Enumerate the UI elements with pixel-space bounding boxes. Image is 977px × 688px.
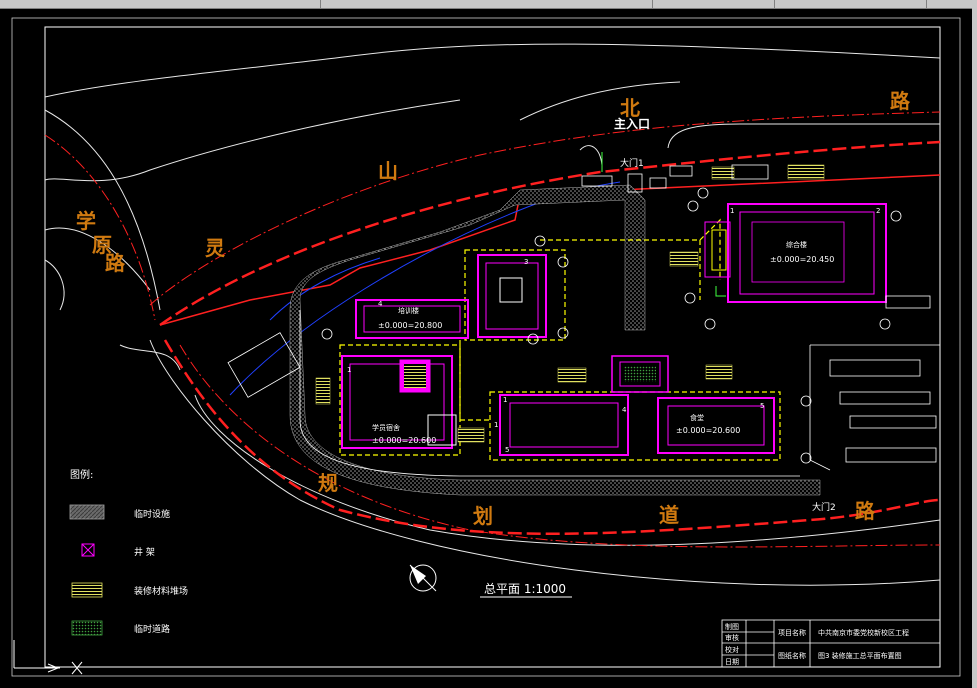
axis-numbers: 1 2 3 4 1 1 4 5 5 1	[347, 207, 880, 454]
main-entrance-label: 主入口	[614, 116, 650, 131]
plan-title: 总平面 1:1000	[484, 582, 566, 596]
building-xueyuan	[341, 355, 457, 449]
road-edges	[44, 43, 941, 586]
svg-text:±0.000=20.450: ±0.000=20.450	[770, 255, 834, 264]
svg-text:4: 4	[622, 406, 627, 414]
road-centerlines	[44, 111, 941, 548]
legend-swatch-materials	[71, 582, 103, 598]
svg-text:3: 3	[524, 258, 528, 266]
svg-text:1: 1	[503, 396, 507, 404]
north-arrow	[409, 564, 437, 592]
building-shitang	[499, 355, 775, 456]
svg-text:±0.000=20.800: ±0.000=20.800	[378, 321, 442, 330]
toolbar-segment[interactable]	[322, 0, 653, 8]
gate1-label: 大门1	[620, 157, 644, 169]
svg-text:路: 路	[105, 251, 126, 275]
svg-text:±0.000=20.600: ±0.000=20.600	[372, 436, 436, 445]
svg-text:1: 1	[347, 366, 351, 374]
material-yards	[315, 164, 825, 443]
svg-text:原: 原	[92, 233, 112, 257]
legend-title: 图例:	[70, 468, 93, 481]
svg-text:划: 划	[473, 504, 493, 528]
svg-text:项目名称: 项目名称	[778, 628, 806, 637]
svg-text:学: 学	[76, 209, 96, 233]
svg-text:道: 道	[659, 503, 679, 527]
title-block-text: 制图 审核 校对 日期 项目名称 中共南京市委党校新校区工程 图纸名称 图3 装…	[725, 622, 909, 666]
svg-text:4: 4	[378, 300, 383, 308]
svg-text:日期: 日期	[725, 658, 739, 666]
legend-swatch-facilities	[69, 504, 105, 520]
svg-text:路: 路	[855, 499, 876, 523]
svg-text:食堂: 食堂	[690, 413, 704, 422]
legend-swatch-derrick	[81, 543, 95, 557]
building-peixun	[355, 254, 547, 339]
vertical-scrollbar[interactable]	[972, 8, 977, 688]
legend-label: 装修材料堆场	[134, 585, 188, 597]
gate2-label: 大门2	[812, 501, 836, 513]
svg-text:2: 2	[876, 207, 880, 215]
svg-text:学员宿舍: 学员宿舍	[372, 423, 400, 432]
svg-text:1: 1	[494, 421, 498, 429]
svg-text:山: 山	[378, 159, 398, 183]
window-toolbar	[0, 0, 977, 9]
toolbar-segment[interactable]	[654, 0, 775, 8]
svg-text:中共南京市委党校新校区工程: 中共南京市委党校新校区工程	[818, 628, 909, 637]
temp-facilities	[227, 164, 931, 398]
legend-label: 临时道路	[134, 623, 170, 635]
outer-frame	[11, 17, 961, 677]
svg-text:5: 5	[760, 402, 764, 410]
drawing-frame	[44, 26, 941, 668]
svg-text:校对: 校对	[725, 645, 739, 654]
svg-text:图纸名称: 图纸名称	[778, 651, 806, 660]
road-labels: 北 路 山 灵 学 原 路 规 划 道 路	[76, 89, 911, 528]
svg-text:灵: 灵	[205, 236, 226, 260]
parking-area	[809, 344, 940, 471]
svg-text:审核: 审核	[725, 633, 739, 642]
legend: 图例: 临时设施 井 架 装修材料堆场 临时道路	[69, 468, 188, 636]
svg-text:1: 1	[730, 207, 734, 215]
temporary-road	[289, 184, 821, 496]
axis-markers	[321, 187, 902, 464]
title-block	[721, 619, 941, 668]
building-zonghe	[704, 203, 887, 303]
green-marks	[601, 152, 726, 297]
svg-text:综合楼: 综合楼	[786, 240, 807, 249]
legend-swatch-road	[71, 620, 103, 636]
building-labels: 综合楼 ±0.000=20.450 培训楼 ±0.000=20.800 学员宿舍…	[372, 240, 834, 445]
svg-text:规: 规	[318, 471, 338, 495]
toolbar-segment[interactable]	[0, 0, 321, 8]
site-wall	[299, 310, 800, 477]
legend-label: 井 架	[134, 546, 155, 558]
toolbar-segment[interactable]	[776, 0, 927, 8]
svg-text:北: 北	[620, 96, 640, 120]
svg-text:±0.000=20.600: ±0.000=20.600	[676, 426, 740, 435]
svg-text:5: 5	[505, 446, 509, 454]
ucs-icon	[13, 640, 83, 675]
site-boundary	[159, 140, 941, 535]
svg-text:路: 路	[890, 89, 911, 113]
svg-text:制图: 制图	[725, 622, 739, 631]
legend-label: 临时设施	[134, 508, 170, 520]
svg-text:图3 装修施工总平面布置图: 图3 装修施工总平面布置图	[818, 651, 902, 660]
svg-text:培训楼: 培训楼	[398, 306, 419, 315]
